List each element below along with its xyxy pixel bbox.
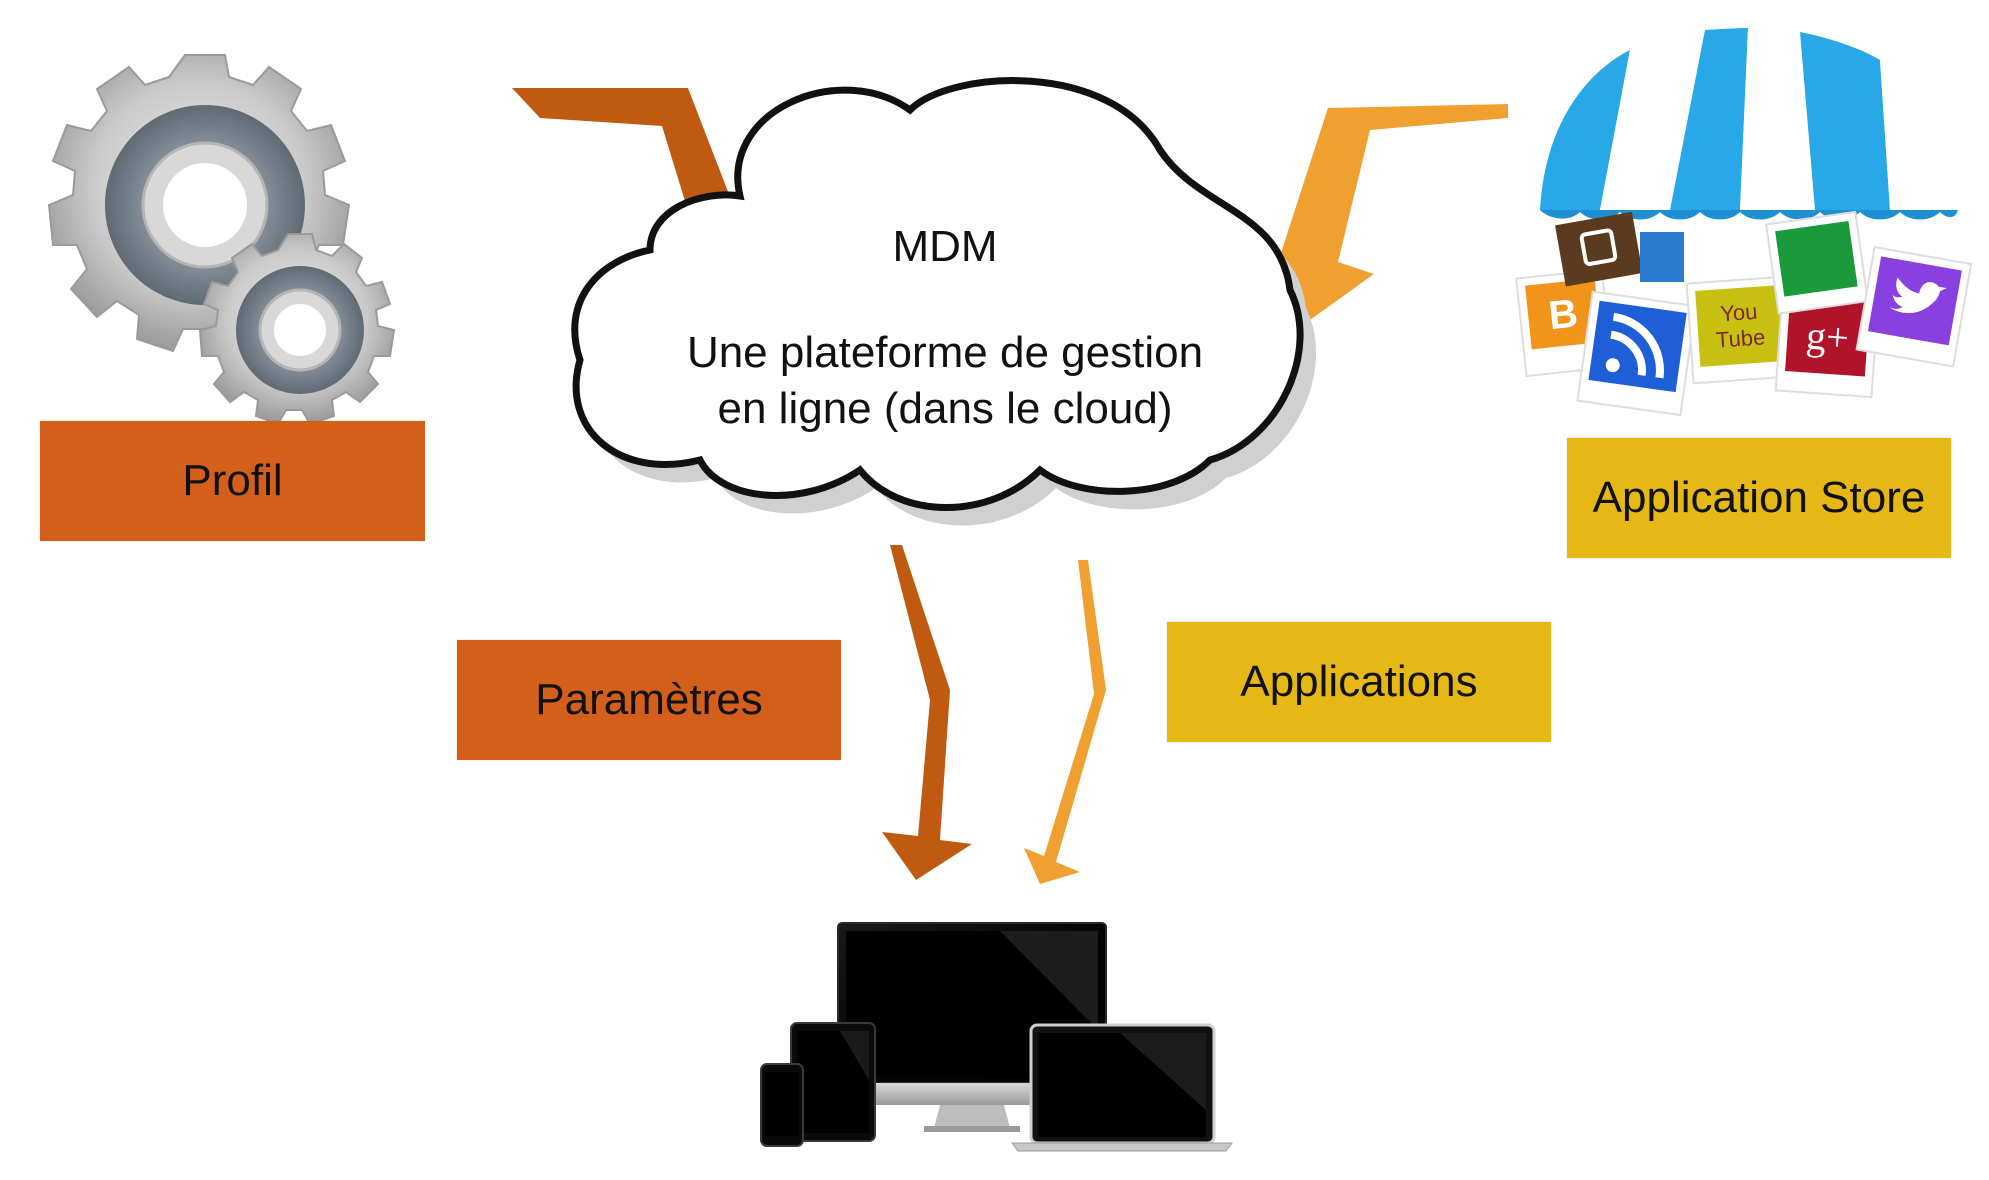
cloud-description-line1: Une plateforme de gestion	[686, 328, 1204, 377]
app-store-umbrella-icon: B You Tube g+	[1515, 28, 1973, 417]
application-store-label: Application Store	[1567, 438, 1951, 558]
cloud-description-line2: en ligne (dans le cloud)	[717, 384, 1173, 433]
profil-label: Profil	[40, 421, 425, 541]
cloud-title: MDM	[892, 222, 998, 271]
applications-label: Applications	[1167, 622, 1551, 742]
svg-text:B: B	[1547, 291, 1580, 338]
arrow-cloud-to-devices-params	[882, 545, 972, 880]
cloud-shape	[571, 77, 1304, 511]
google-plus-label: g+	[1805, 312, 1851, 360]
devices-icon	[760, 922, 1233, 1152]
parametres-label: Paramètres	[457, 640, 841, 760]
youtube-bottom-label: Tube	[1715, 324, 1766, 352]
arrow-cloud-to-devices-apps	[1024, 560, 1106, 884]
gears-icon	[47, 54, 396, 426]
youtube-top-label: You	[1719, 299, 1758, 327]
